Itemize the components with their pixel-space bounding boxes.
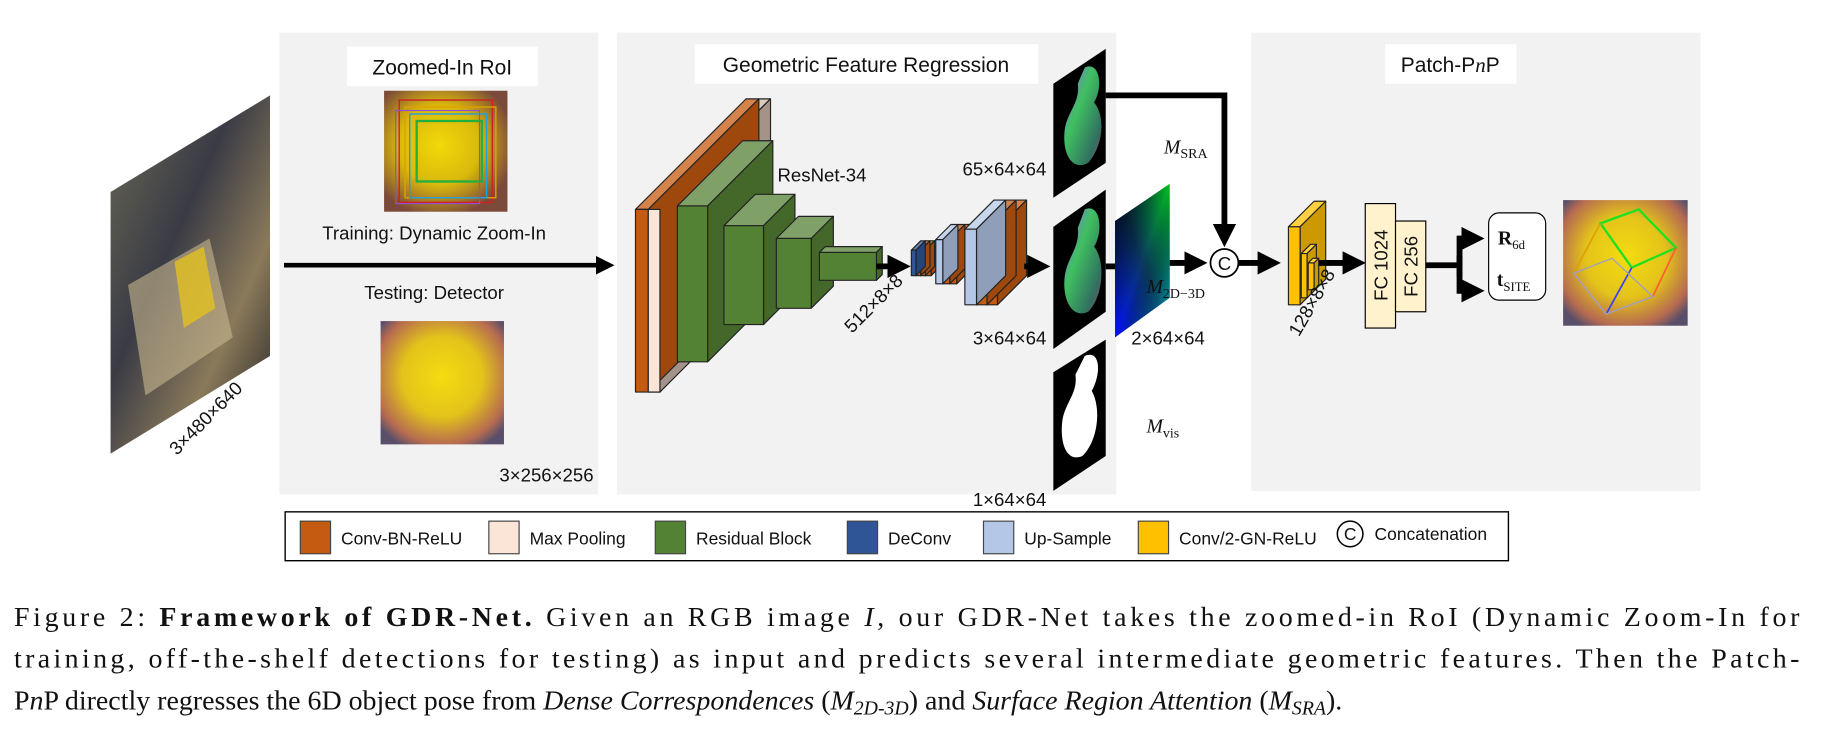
translation-arrow bbox=[1456, 255, 1485, 303]
legend-label: Up-Sample bbox=[1024, 528, 1111, 548]
backbone-label: ResNet-34 bbox=[777, 164, 866, 185]
sra-map bbox=[1053, 48, 1106, 198]
legend-item: Conv-BN-ReLU bbox=[299, 520, 462, 555]
legend-item: Conv/2-GN-ReLU bbox=[1137, 520, 1317, 555]
mask-size-label: 1×64×64 bbox=[973, 489, 1047, 510]
fc1024-label: FC 1024 bbox=[1370, 230, 1391, 301]
concatenation-symbol-icon bbox=[1336, 520, 1364, 548]
legend-item: Residual Block bbox=[654, 520, 812, 555]
roi-title: Zoomed-In RoI bbox=[372, 56, 512, 79]
sra-arrow bbox=[1105, 92, 1237, 248]
visibility-mask-map bbox=[1053, 339, 1106, 491]
detector-roi-image bbox=[380, 321, 504, 445]
legend-label: Max Pooling bbox=[530, 528, 626, 548]
legend-swatch bbox=[982, 520, 1015, 555]
pose-result-image bbox=[1563, 200, 1688, 326]
legend-swatch bbox=[654, 520, 687, 555]
deconv-layer bbox=[910, 240, 926, 277]
sra-size-label: 65×64×64 bbox=[962, 159, 1046, 180]
legend-swatch bbox=[846, 520, 879, 555]
legend-swatch bbox=[488, 520, 520, 555]
legend-label: DeConv bbox=[888, 528, 951, 548]
concat-letter: C bbox=[1344, 524, 1357, 544]
roi-title-box bbox=[346, 46, 538, 87]
gfr-title-box bbox=[694, 44, 1039, 84]
caption-line-3: PnP directly regresses the 6D object pos… bbox=[14, 686, 1342, 720]
corr-map bbox=[1115, 183, 1170, 338]
legend-label: Residual Block bbox=[696, 528, 812, 548]
testing-label: Testing: Detector bbox=[364, 282, 504, 303]
network-blocks bbox=[634, 98, 1327, 393]
upsample-layer-2 bbox=[964, 199, 1007, 306]
corr-size-label: 2×64×64 bbox=[1131, 327, 1205, 348]
xyz-map bbox=[1053, 189, 1106, 349]
training-label: Training: Dynamic Zoom-In bbox=[322, 223, 546, 244]
pose-output-box bbox=[1488, 212, 1547, 301]
pnp-title: Patch-PnP bbox=[1401, 53, 1500, 77]
translation-label: tSITE bbox=[1497, 269, 1531, 294]
legend-item: DeConv bbox=[846, 520, 951, 555]
rotation-label: R6d bbox=[1498, 227, 1526, 252]
residual-block-4 bbox=[818, 246, 883, 281]
sra-label: MSRA bbox=[1163, 137, 1208, 163]
zoomed-roi-image bbox=[384, 90, 508, 212]
caption-line-1: Figure 2: Framework of GDR-Net. Given an… bbox=[14, 602, 1800, 633]
legend-item: Max Pooling bbox=[488, 520, 626, 555]
legend-items: Conv-BN-ReLU Max Pooling Residual Block DeC… bbox=[299, 520, 1487, 555]
xyz-size-label: 3×64×64 bbox=[973, 327, 1047, 348]
legend-item: Up-Sample bbox=[982, 520, 1111, 555]
fc256-label: FC 256 bbox=[1401, 236, 1422, 297]
roi-size-label: 3×256×256 bbox=[499, 465, 593, 486]
legend-item: C Concatenation bbox=[1336, 520, 1487, 548]
pnp-conv-3 bbox=[1307, 257, 1320, 291]
legend-label: Concatenation bbox=[1375, 524, 1487, 544]
legend-swatch bbox=[299, 520, 332, 555]
legend-label: Conv-BN-ReLU bbox=[341, 528, 462, 548]
gfr-title: Geometric Feature Regression bbox=[723, 54, 1009, 77]
legend-label: Conv/2-GN-ReLU bbox=[1179, 528, 1317, 548]
caption-line-2: training, off-the-shelf detections for t… bbox=[14, 644, 1799, 675]
concat-symbol: C bbox=[1218, 253, 1231, 274]
residual-block-3 bbox=[775, 215, 834, 309]
upsample-layer-1 bbox=[935, 223, 959, 285]
corr-label: M2D−3D bbox=[1145, 276, 1204, 302]
vis-label: Mvis bbox=[1145, 416, 1179, 442]
fc256-layer bbox=[1394, 220, 1427, 313]
pnp-title-box bbox=[1385, 44, 1517, 84]
legend-swatch bbox=[1137, 520, 1170, 555]
input-rgb-image bbox=[110, 95, 271, 454]
